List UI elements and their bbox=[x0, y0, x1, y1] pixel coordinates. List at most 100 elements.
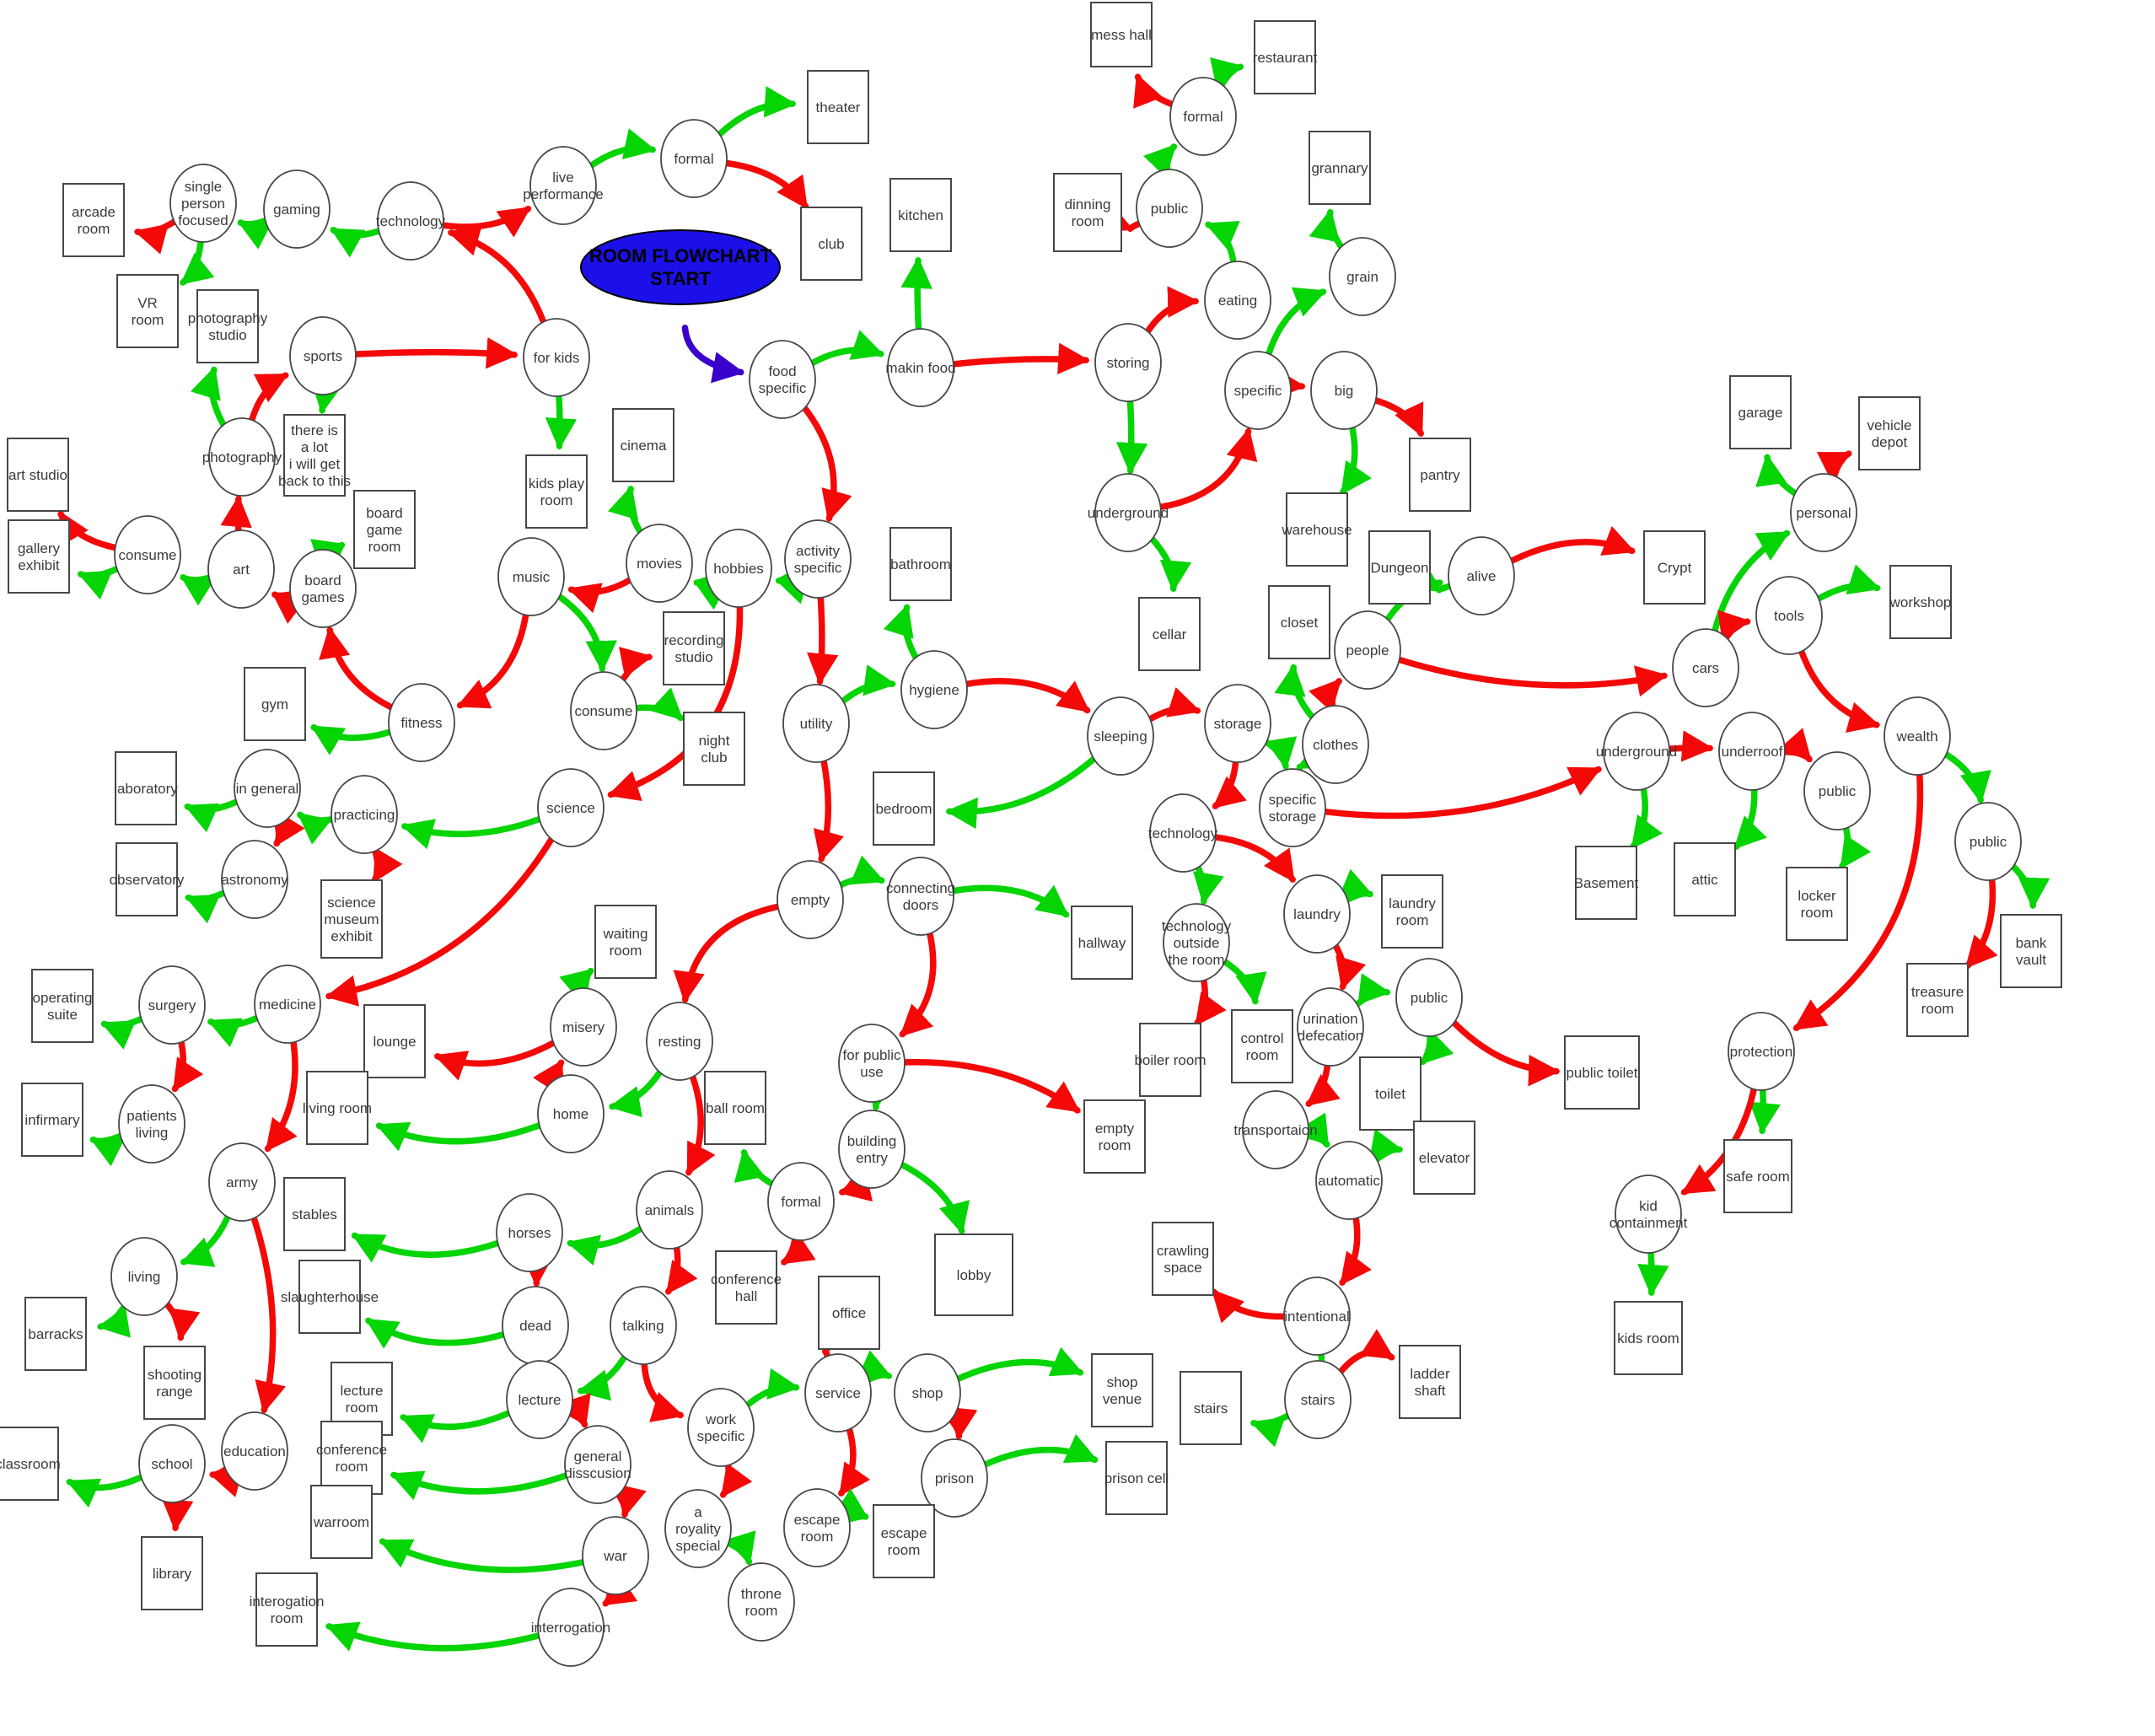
node-makin_food[interactable]: makin food bbox=[885, 328, 956, 407]
node-infirmary[interactable]: infirmary bbox=[21, 1083, 83, 1157]
node-surgery[interactable]: surgery bbox=[138, 965, 206, 1045]
node-classroom[interactable]: classroom bbox=[0, 1427, 61, 1501]
node-people[interactable]: people bbox=[1334, 610, 1401, 690]
node-boiler_room[interactable]: boiler room bbox=[1134, 1023, 1206, 1097]
node-toilet[interactable]: toilet bbox=[1359, 1056, 1421, 1131]
node-animals[interactable]: animals bbox=[636, 1170, 703, 1250]
node-personal[interactable]: personal bbox=[1790, 473, 1857, 552]
node-grain[interactable]: grain bbox=[1329, 237, 1396, 316]
node-school[interactable]: school bbox=[138, 1424, 206, 1503]
node-gaming[interactable]: gaming bbox=[263, 169, 331, 249]
node-restaurant[interactable]: restaurant bbox=[1253, 20, 1318, 94]
node-slaughterhouse[interactable]: slaughterhouse bbox=[281, 1260, 379, 1334]
node-consume_a[interactable]: consume bbox=[114, 515, 181, 594]
node-fitness[interactable]: fitness bbox=[388, 683, 455, 762]
node-specific_a[interactable]: specific bbox=[1224, 351, 1292, 430]
node-laundry[interactable]: laundry bbox=[1283, 874, 1351, 954]
node-warehouse[interactable]: warehouse bbox=[1281, 492, 1352, 567]
node-protection[interactable]: protection bbox=[1728, 1012, 1795, 1091]
node-technology_b[interactable]: technology bbox=[1148, 793, 1218, 873]
node-living_room[interactable]: living room bbox=[303, 1071, 372, 1145]
node-big[interactable]: big bbox=[1310, 351, 1378, 430]
node-safe_room[interactable]: safe room bbox=[1723, 1139, 1792, 1213]
node-stables[interactable]: stables bbox=[283, 1177, 346, 1251]
node-photography[interactable]: photography bbox=[202, 417, 282, 497]
node-closet[interactable]: closet bbox=[1268, 585, 1330, 659]
node-for_kids[interactable]: for kids bbox=[523, 318, 590, 397]
node-public_toilet_r[interactable]: public toilet bbox=[1564, 1035, 1640, 1110]
node-lobby[interactable]: lobby bbox=[934, 1233, 1013, 1316]
node-observatory[interactable]: observatory bbox=[110, 842, 185, 916]
node-kids_room[interactable]: kids room bbox=[1614, 1301, 1683, 1375]
node-theater[interactable]: theater bbox=[807, 70, 869, 144]
node-art_studio[interactable]: art studio bbox=[7, 438, 69, 512]
node-barracks[interactable]: barracks bbox=[24, 1297, 87, 1371]
node-army[interactable]: army bbox=[208, 1142, 276, 1222]
node-eating[interactable]: eating bbox=[1204, 261, 1271, 340]
node-pantry[interactable]: pantry bbox=[1409, 438, 1471, 512]
node-talking[interactable]: talking bbox=[610, 1286, 677, 1365]
node-formal_a[interactable]: formal bbox=[660, 119, 728, 198]
node-hallway[interactable]: hallway bbox=[1071, 906, 1133, 980]
node-workshop[interactable]: workshop bbox=[1889, 565, 1952, 639]
node-war[interactable]: war bbox=[582, 1516, 649, 1595]
node-bathroom_edge_fix[interactable]: bathroom bbox=[889, 527, 952, 601]
node-lecture[interactable]: lecture bbox=[506, 1360, 573, 1439]
node-cinema[interactable]: cinema bbox=[612, 408, 674, 482]
node-underground_b[interactable]: underground bbox=[1596, 712, 1677, 791]
node-science[interactable]: science bbox=[537, 768, 605, 847]
node-cars[interactable]: cars bbox=[1672, 628, 1739, 707]
node-library[interactable]: library bbox=[141, 1536, 203, 1610]
node-home[interactable]: home bbox=[537, 1074, 605, 1153]
node-tools[interactable]: tools bbox=[1755, 576, 1823, 655]
node-horses[interactable]: horses bbox=[496, 1193, 563, 1272]
node-music[interactable]: music bbox=[497, 537, 565, 616]
node-underroof[interactable]: underroof bbox=[1718, 712, 1786, 791]
node-education[interactable]: education bbox=[221, 1411, 288, 1491]
node-crypt[interactable]: Crypt bbox=[1643, 530, 1706, 605]
node-utility[interactable]: utility bbox=[782, 684, 850, 763]
node-storing[interactable]: storing bbox=[1094, 323, 1162, 402]
node-intentional[interactable]: intentional bbox=[1283, 1276, 1351, 1356]
node-cellar[interactable]: cellar bbox=[1138, 597, 1201, 671]
node-public_b[interactable]: public bbox=[1803, 751, 1871, 830]
node-club[interactable]: club bbox=[800, 207, 863, 281]
node-warroom[interactable]: warroom bbox=[310, 1485, 373, 1559]
node-technology[interactable]: technology bbox=[376, 181, 446, 261]
node-prison_cell[interactable]: prison cell bbox=[1104, 1441, 1169, 1515]
node-public_a[interactable]: public bbox=[1136, 169, 1203, 248]
